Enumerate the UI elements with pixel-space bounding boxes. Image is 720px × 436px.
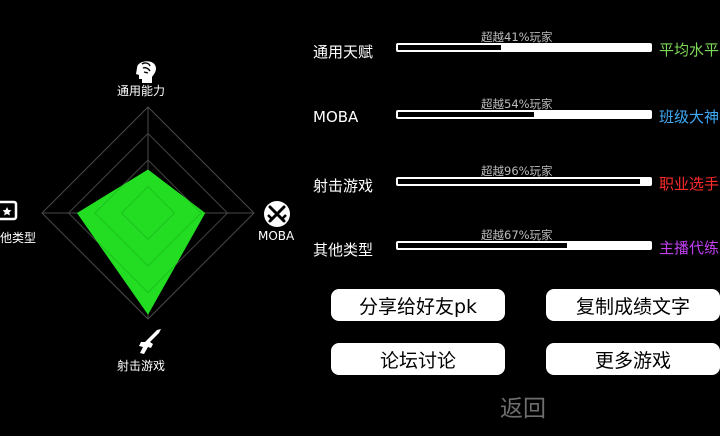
stat-row: 通用天赋 超越41%玩家平均水平	[0, 30, 720, 61]
stat-tier: 主播代练	[659, 239, 720, 257]
stat-name: 射击游戏	[313, 177, 374, 195]
radar-grid-ring-overlay	[94, 159, 202, 267]
stat-progress-fill	[398, 45, 502, 50]
stat-row: 射击游戏 超越96%玩家职业选手	[0, 164, 720, 195]
stat-percent-text: 超越67%玩家	[481, 228, 553, 242]
brain-head-icon	[136, 61, 156, 83]
radar-grid-ring-overlay	[67, 132, 229, 294]
forum-button[interactable]: 论坛讨论	[331, 343, 505, 375]
more-games-button[interactable]: 更多游戏	[546, 343, 720, 375]
stat-progress-fill	[398, 112, 535, 117]
stat-name: MOBA	[313, 108, 359, 126]
stat-percent-text: 超越54%玩家	[481, 97, 553, 111]
radar-grid-ring-overlay	[120, 185, 176, 241]
stat-progress-fill	[398, 243, 567, 248]
stat-progress-bar	[396, 110, 652, 119]
stat-progress-fill	[398, 179, 640, 184]
radar-svg	[41, 106, 255, 320]
stat-tier: 职业选手	[659, 175, 720, 193]
crossed-swords-icon	[264, 201, 290, 227]
cards-icon	[0, 200, 18, 221]
radar-axis-label-right: MOBA	[258, 229, 295, 243]
copy-results-button[interactable]: 复制成绩文字	[546, 289, 720, 321]
stat-row: MOBA 超越54%玩家班级大神	[0, 97, 720, 128]
stat-progress-bar	[396, 241, 652, 250]
stat-percent-text: 超越41%玩家	[481, 30, 553, 44]
back-button[interactable]: 返回	[500, 396, 546, 422]
stat-percent-text: 超越96%玩家	[481, 164, 553, 178]
stat-name: 通用天赋	[313, 43, 374, 61]
stat-progress-bar	[396, 43, 652, 52]
share-button[interactable]: 分享给好友pk	[331, 289, 505, 321]
stat-tier: 平均水平	[659, 41, 720, 59]
rifle-icon	[139, 329, 161, 354]
radar-axis-label-bottom: 射击游戏	[117, 359, 166, 373]
radar-chart: 通用能力 MOBA 射击游戏 他类型	[0, 0, 300, 432]
stat-name: 其他类型	[313, 241, 374, 259]
stat-tier: 班级大神	[659, 108, 720, 126]
radar-axis-label-left: 他类型	[0, 231, 37, 245]
stat-row: 其他类型 超越67%玩家主播代练	[0, 228, 720, 259]
stat-progress-bar	[396, 177, 652, 186]
radar-score-area	[76, 169, 206, 315]
radar-axis-label-top: 通用能力	[117, 84, 166, 98]
